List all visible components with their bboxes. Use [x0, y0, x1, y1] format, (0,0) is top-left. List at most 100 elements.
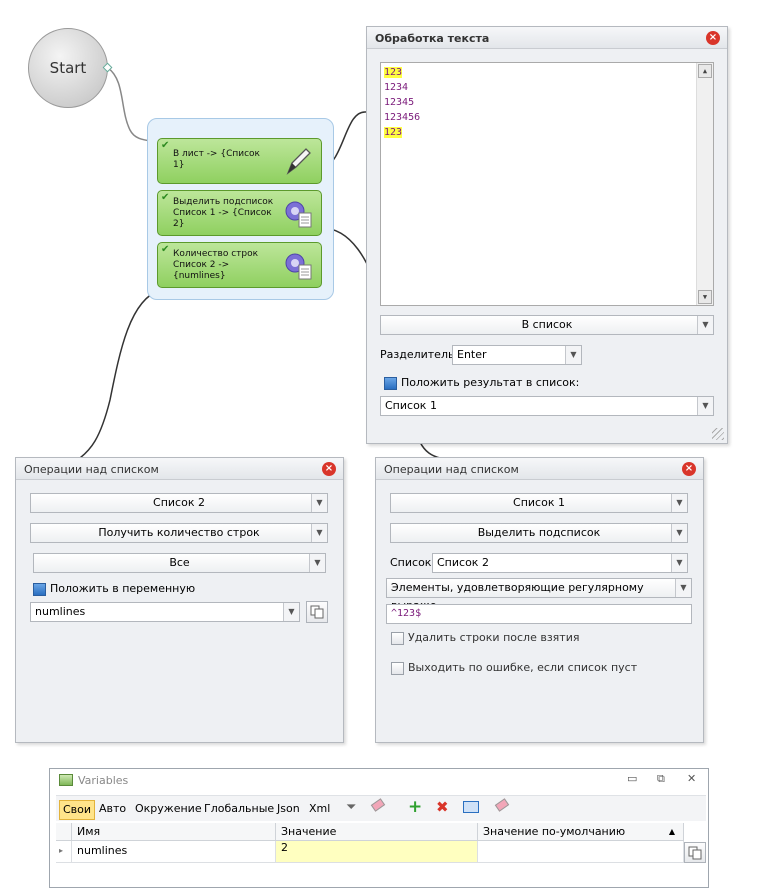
- tab-xml[interactable]: Xml: [309, 802, 331, 815]
- text-input-area[interactable]: 123 1234 12345 123456 123 ▲ ▼: [380, 62, 714, 306]
- tab-environment[interactable]: Окружение: [135, 802, 202, 815]
- panel-title: Операции над списком ×: [16, 458, 343, 480]
- column-header-default-label: Значение по-умолчанию: [483, 825, 626, 838]
- tab-auto[interactable]: Авто: [99, 802, 127, 815]
- exit-on-error-checkbox[interactable]: [391, 662, 404, 675]
- add-icon[interactable]: +: [408, 797, 423, 817]
- copy-button[interactable]: [684, 842, 706, 863]
- operation-value: Выделить подсписок: [477, 526, 601, 539]
- put-variable-checkbox[interactable]: [33, 583, 46, 596]
- put-result-label: Положить результат в список:: [401, 376, 580, 389]
- variable-name-cell[interactable]: numlines: [72, 841, 276, 863]
- gear-document-icon: [285, 201, 312, 228]
- regex-value: ^123$: [391, 608, 422, 619]
- chevron-down-icon[interactable]: ▼: [675, 579, 691, 597]
- text-line: 123: [384, 67, 403, 78]
- variable-default-cell[interactable]: [478, 841, 684, 863]
- chevron-down-icon[interactable]: ▼: [309, 554, 325, 572]
- row-indicator-icon: ▸: [56, 841, 72, 863]
- operation-value: Получить количество строк: [98, 526, 260, 539]
- check-icon: ✔: [161, 244, 170, 255]
- vertical-scrollbar[interactable]: ▲ ▼: [696, 63, 713, 305]
- column-header-name[interactable]: Имя: [72, 823, 276, 841]
- text-line: 1234: [384, 82, 409, 93]
- text-line: 12345: [384, 97, 415, 108]
- close-icon[interactable]: ×: [322, 462, 336, 476]
- window-titlebar: Variables ▭ ⧉ ✕: [50, 769, 708, 793]
- action-label: Количество строк Список 2 -> {numlines}: [173, 249, 259, 281]
- gear-document-icon: [285, 253, 312, 280]
- copy-vars-icon[interactable]: [463, 801, 479, 813]
- scope-select[interactable]: Все▼: [33, 553, 326, 573]
- target-list-value: Список 2: [437, 556, 489, 569]
- close-icon[interactable]: ✕: [687, 772, 697, 785]
- pen-icon: [286, 148, 311, 175]
- minimize-icon[interactable]: ▭: [627, 772, 638, 785]
- text-line: 123456: [384, 112, 421, 123]
- chevron-down-icon[interactable]: ▼: [671, 554, 687, 572]
- delete-icon[interactable]: ✖: [436, 798, 449, 816]
- close-icon[interactable]: ×: [682, 462, 696, 476]
- operation-select[interactable]: Получить количество строк ▼: [30, 523, 328, 543]
- list-select[interactable]: Список 2 ▼: [30, 493, 328, 513]
- exit-on-error-label: Выходить по ошибке, если список пуст: [408, 661, 638, 674]
- list-value: Список 2: [153, 496, 205, 509]
- source-list-value: Список 1: [513, 496, 565, 509]
- scroll-down-icon[interactable]: ▼: [698, 290, 712, 304]
- clear-icon[interactable]: [494, 798, 510, 812]
- chevron-down-icon[interactable]: ▼: [697, 397, 713, 415]
- start-label: Start: [49, 59, 87, 77]
- action-select-sublist[interactable]: ✔ Выделить подсписок Список 1 -> {Список…: [157, 190, 322, 236]
- restore-icon[interactable]: ⧉: [657, 772, 665, 785]
- action-to-list[interactable]: ✔ В лист -> {Список 1}: [157, 138, 322, 184]
- chevron-down-icon[interactable]: ▼: [671, 524, 687, 542]
- mode-value: В список: [521, 318, 573, 331]
- copy-icon: [310, 605, 324, 619]
- action-label: В лист -> {Список 1}: [173, 149, 260, 170]
- start-node[interactable]: Start: [28, 28, 108, 108]
- copy-icon: [688, 846, 702, 859]
- separator-value: Enter: [457, 348, 487, 361]
- separator-select[interactable]: Enter ▼: [452, 345, 582, 365]
- row-header-corner: [56, 823, 72, 841]
- chevron-down-icon[interactable]: ▼: [283, 603, 299, 621]
- result-list-select[interactable]: Список 1 ▼: [380, 396, 714, 416]
- chevron-down-icon[interactable]: ▼: [671, 494, 687, 512]
- column-header-value[interactable]: Значение: [276, 823, 478, 841]
- chevron-down-icon[interactable]: ▼: [311, 494, 327, 512]
- put-result-checkbox[interactable]: [384, 377, 397, 390]
- mode-select[interactable]: В список ▼: [380, 315, 714, 335]
- filter-icon[interactable]: ⏷: [346, 800, 357, 815]
- panel-title: Обработка текста ×: [367, 27, 727, 49]
- chevron-down-icon[interactable]: ▼: [697, 316, 713, 334]
- variable-select[interactable]: numlines ▼: [30, 602, 300, 622]
- tab-json[interactable]: Json: [277, 802, 300, 815]
- action-label: Выделить подсписок Список 1 -> {Список 2…: [173, 197, 274, 229]
- put-variable-label: Положить в переменную: [50, 582, 196, 595]
- result-list-value: Список 1: [385, 399, 437, 412]
- operation-select[interactable]: Выделить подсписок ▼: [390, 523, 688, 543]
- variable-value: numlines: [35, 605, 86, 618]
- resize-grip-icon[interactable]: [712, 428, 724, 440]
- close-icon[interactable]: ×: [706, 31, 720, 45]
- window-title: Variables: [78, 774, 129, 787]
- column-header-default[interactable]: Значение по-умолчанию ▲: [478, 823, 684, 841]
- text-line: 123: [384, 127, 403, 138]
- panel-title: Операции над списком ×: [376, 458, 703, 480]
- scroll-up-icon[interactable]: ▲: [698, 64, 712, 78]
- target-list-select[interactable]: Список 2 ▼: [432, 553, 688, 573]
- variable-value-cell[interactable]: 2: [276, 841, 478, 863]
- action-count-lines[interactable]: ✔ Количество строк Список 2 -> {numlines…: [157, 242, 322, 288]
- eraser-icon[interactable]: [370, 798, 386, 812]
- variables-grid: Имя Значение Значение по-умолчанию ▲ ▸ nu…: [56, 823, 708, 889]
- tab-global[interactable]: Глобальные: [204, 802, 275, 815]
- chevron-down-icon[interactable]: ▼: [565, 346, 581, 364]
- source-list-select[interactable]: Список 1 ▼: [390, 493, 688, 513]
- tab-own[interactable]: Свои: [59, 800, 96, 820]
- sort-ascending-icon: ▲: [668, 827, 675, 836]
- regex-input[interactable]: ^123$: [386, 604, 692, 624]
- chevron-down-icon[interactable]: ▼: [311, 524, 327, 542]
- filter-select[interactable]: Элементы, удовлетворяющие регулярному вы…: [386, 578, 692, 612]
- copy-button[interactable]: [306, 601, 328, 623]
- delete-lines-checkbox[interactable]: [391, 632, 404, 645]
